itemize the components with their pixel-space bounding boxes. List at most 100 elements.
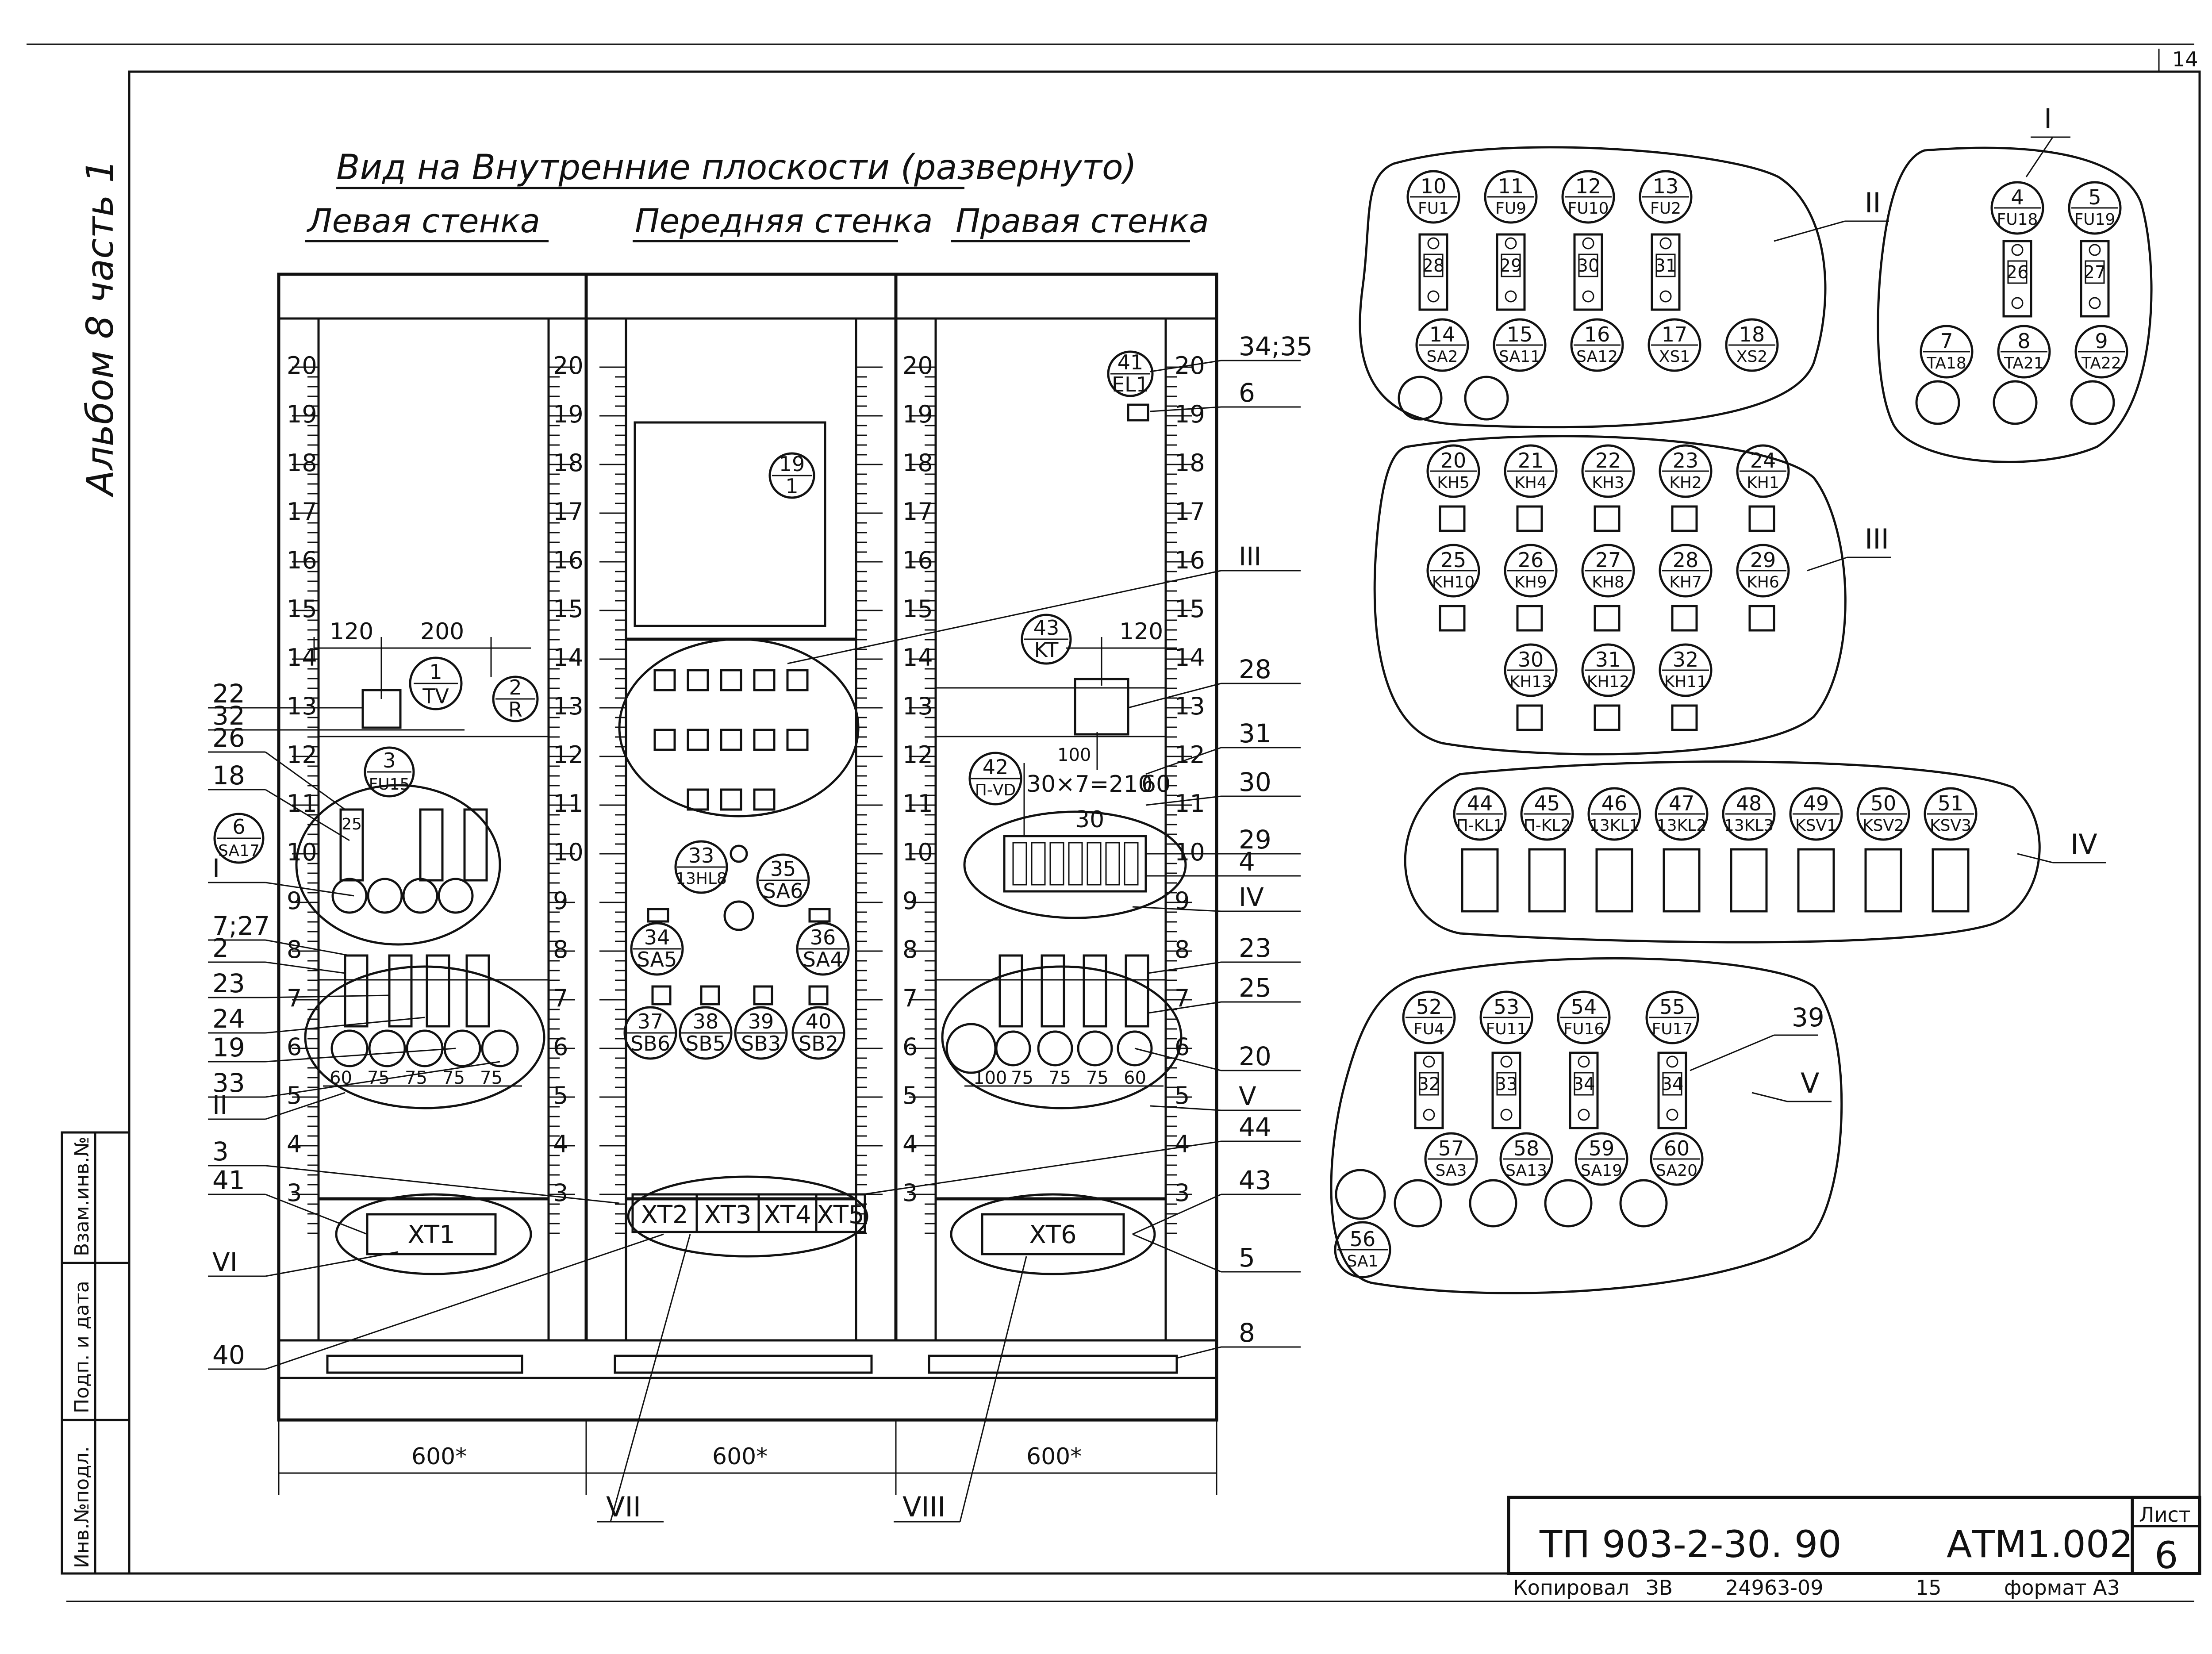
dim-bottom-right: 600* [1026,1443,1082,1470]
relay-slot [1528,848,1566,913]
relay-slot [1864,848,1902,913]
device-code: SA20 [1656,1162,1697,1180]
scale-mark: 20 [553,352,584,380]
scale-mark: 8 [1175,936,1190,963]
device-code: FU1 [1418,200,1449,218]
callout-right: 30 [1239,767,1271,797]
device-code: KH10 [1432,573,1475,591]
scale-mark: 7 [902,984,918,1012]
fuse-holder [2080,240,2110,318]
device-code: SA12 [1576,348,1618,366]
relay-slot [1595,848,1633,913]
lamp-slot [1748,505,1775,532]
lamp-slot [1516,605,1543,632]
device-num: 57 [1438,1136,1464,1160]
copied-label: Копировал [1513,1576,1629,1600]
lamp-slot [1748,605,1775,632]
device-code: SA2 [1426,348,1458,366]
device-badge [1520,787,1574,841]
sheet-value: 6 [2154,1534,2178,1577]
device-num-42: 42 [983,755,1009,779]
callout-left: VI [212,1247,238,1277]
lamp-slot [1671,704,1698,731]
group-V-callout: 39 [1792,1002,1824,1032]
lamp-slot [786,669,809,691]
callout-right: 44 [1239,1112,1271,1142]
device-badge [1424,1132,1478,1186]
sheet-frame: 14 [27,43,2201,1602]
device-code: FU16 [1563,1020,1605,1038]
fuse-cell: 29 [1500,256,1522,276]
lamp-slot [753,788,776,811]
device-code: XS2 [1736,348,1767,366]
scale-mark: 3 [287,1179,302,1207]
relay-slot [1797,848,1835,913]
roman-callout: VIII [902,1491,945,1523]
scale-mark: 7 [553,984,568,1012]
lamp-slot [653,729,676,751]
lamp-slot [1439,505,1466,532]
group-III-label: III [1865,523,1889,555]
fuse-cell: 28 [1422,256,1445,276]
callout-right: 28 [1239,654,1271,684]
scale-mark: 4 [287,1130,302,1158]
group-outline-I [295,784,501,946]
cabinet-frame [277,272,1218,1422]
side-stamp: Инв.№подл. Подп. и дата Взам.инв.№ [61,1131,131,1575]
device-code: KSV2 [1863,817,1904,835]
scale-mark: 8 [902,936,918,963]
device-num: 32 [1673,648,1699,672]
device-num-35: 35 [770,857,796,881]
wall-left-label: Левая стенка [306,202,540,240]
device-num: 60 [1664,1136,1690,1160]
relay-slot [1049,842,1064,886]
lamp-slot [1671,505,1698,532]
scale-mark: 6 [553,1033,568,1061]
device-code: KH5 [1437,474,1470,492]
device-num: 14 [1429,322,1455,346]
device-badge [1426,544,1480,598]
device-num: 16 [1584,322,1610,346]
device-code: TA21 [2004,354,2044,372]
scale-mark: 12 [287,741,317,769]
scale-mark: 5 [1175,1082,1190,1109]
device-num: 10 [1421,174,1447,198]
callout-left: 3 [212,1136,229,1167]
scale-mark: 5 [553,1082,568,1109]
device-code-39: SB3 [741,1032,781,1055]
callout-right: V [1239,1081,1256,1111]
device-num: 12 [1575,174,1601,198]
group-outline-V [941,965,1183,1109]
device-badge [1499,1132,1553,1186]
lamp-slot [1516,505,1543,532]
device-code: KH9 [1514,573,1547,591]
scale-mark: 13 [553,692,584,720]
device-num: 15 [1507,322,1533,346]
device-code: 13KL3 [1724,817,1774,835]
scale-mark: 14 [902,644,933,672]
scale-mark: 10 [902,838,933,866]
scale-mark: 9 [287,887,302,915]
device-badge [1736,444,1790,498]
group-outline-III [618,638,860,817]
device-badge [1736,544,1790,598]
device-num: 13 [1653,174,1679,198]
album-label: Альбом 8 часть 1 [78,159,122,498]
inner-frame [128,70,2201,1575]
scale-mark: 9 [553,887,568,915]
detail-groups: 10FU12811FU92912FU103013FU23114SA215SA11… [1330,103,2153,1294]
callout-right: 29 [1239,825,1271,855]
device-num-39: 39 [748,1009,774,1033]
device-code: FU18 [1997,211,2038,229]
plinth-slot-left [326,1355,523,1374]
lamp-slot [1594,605,1621,632]
scale-mark: 17 [1175,498,1205,526]
device-code-36: SA4 [803,948,843,971]
device-badge [1645,990,1699,1044]
plinth-slot-right [928,1355,1178,1374]
device-code-6: SA17 [218,842,260,860]
scale-mark: 19 [287,400,317,428]
scale-mark: 12 [553,741,584,769]
device-num: 24 [1750,449,1776,472]
lamp-slot [753,729,776,751]
